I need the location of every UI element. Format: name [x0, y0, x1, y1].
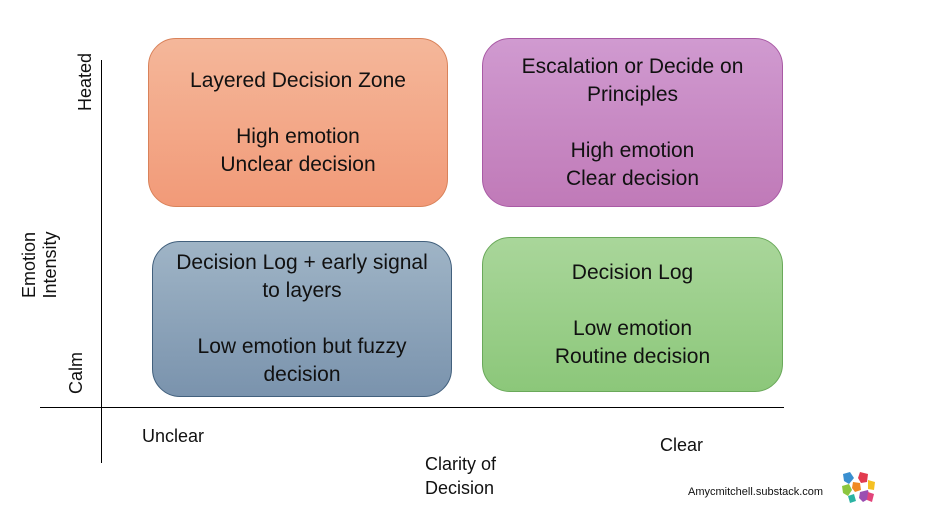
x-axis-title: Clarity of Decision [425, 452, 535, 500]
quadrant-decision-log: Decision Log Low emotion Routine decisio… [482, 237, 783, 392]
quadrant-title-line2: to layers [262, 279, 342, 302]
y-axis-line [101, 60, 102, 463]
quadrant-escalation: Escalation or Decide on Principles High … [482, 38, 783, 207]
quadrant-title-line1: Escalation or Decide on [521, 54, 744, 78]
quadrant-layered-decision-zone: Layered Decision Zone High emotion Uncle… [148, 38, 448, 207]
quadrant-line: decision [263, 363, 341, 386]
quadrant-line: High emotion [570, 138, 695, 162]
x-axis-title-line1: Clarity of [425, 454, 497, 474]
quadrant-line: Low emotion but fuzzy [197, 335, 407, 358]
x-axis-title-line2: Decision [425, 478, 495, 498]
quadrant-title-line1: Decision Log + early signal [176, 251, 428, 274]
quadrant-line: Unclear decision [220, 152, 376, 176]
quadrant-title: Layered Decision Zone [190, 68, 406, 92]
quadrant-decision-log-early-signal: Decision Log + early signal to layers Lo… [152, 241, 452, 397]
y-axis-title-line2: Intensity [40, 231, 60, 299]
x-axis-left-label: Unclear [142, 426, 205, 446]
quadrant-line: Clear decision [565, 166, 700, 190]
quadrant-title-line2: Principles [586, 82, 679, 106]
x-axis-line [40, 407, 784, 408]
y-axis-bottom-label: Calm [66, 352, 86, 395]
quadrant-title: Decision Log [571, 260, 694, 284]
y-axis-top-label: Heated [75, 52, 95, 112]
colorful-hands-logo-icon [842, 472, 875, 503]
y-axis-title-line1: Emotion [19, 231, 39, 299]
x-axis-right-label: Clear [660, 435, 704, 455]
y-axis-title: Emotion Intensity [19, 225, 61, 305]
watermark-text: Amycmitchell.substack.com [688, 486, 824, 498]
quadrant-line: High emotion [236, 124, 360, 148]
quadrant-line: Low emotion [572, 316, 693, 340]
quadrant-line: Routine decision [554, 344, 711, 368]
